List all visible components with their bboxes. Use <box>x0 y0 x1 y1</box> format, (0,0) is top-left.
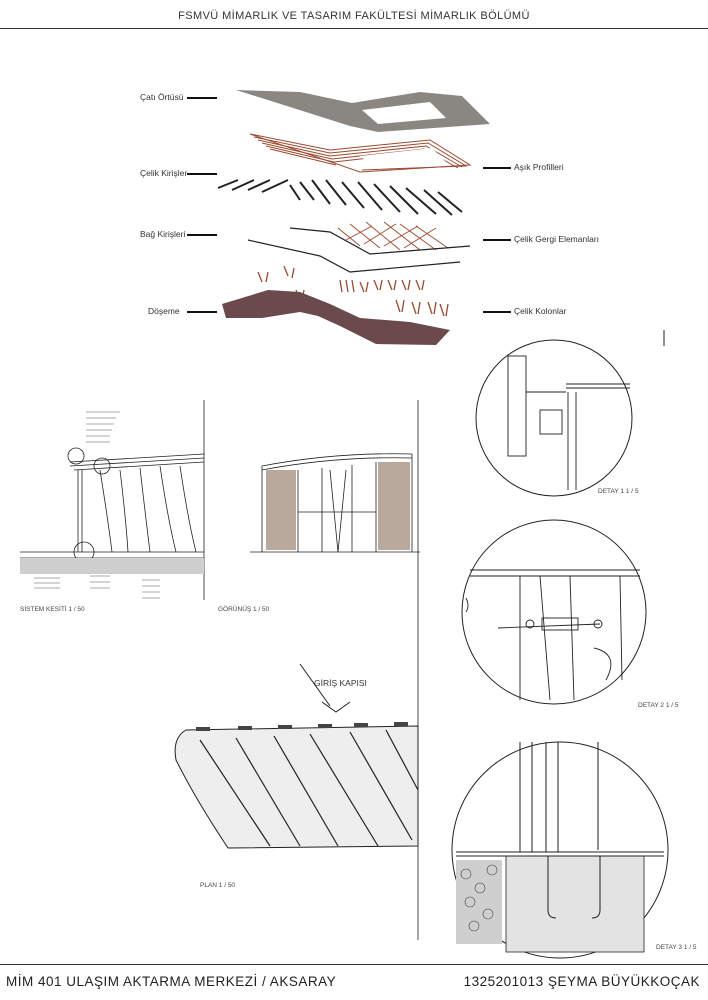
leader-tie-beams <box>187 234 217 236</box>
section-title: SİSTEM KESİTİ 1 / 50 <box>20 606 85 613</box>
detail-1-title: DETAY 1 1 / 5 <box>598 488 639 495</box>
label-purlins: Aşık Profilleri <box>514 162 564 172</box>
detail-3-title: DETAY 3 1 / 5 <box>656 944 697 951</box>
elevation-title: GÖRÜNÜŞ 1 / 50 <box>218 606 270 613</box>
label-steel-columns: Çelik Kolonlar <box>514 306 567 316</box>
label-tie-beams: Bağ Kirişleri <box>140 229 186 239</box>
student-info: 1325201013 ŞEYMA BÜYÜKKOÇAK <box>463 974 700 989</box>
entrance-label: GİRİŞ KAPISI <box>314 678 367 688</box>
tie-beams <box>247 227 471 273</box>
detail-2-title: DETAY 2 1 / 5 <box>638 702 679 709</box>
plan-title: PLAN 1 / 50 <box>200 882 236 889</box>
label-steel-beams: Çelik Kirişler <box>140 168 188 178</box>
floor-slab <box>222 290 450 345</box>
project-title: MİM 401 ULAŞIM AKTARMA MERKEZİ / AKSARAY <box>6 974 337 989</box>
leader-purlins <box>483 167 511 169</box>
leader-roof-cover <box>187 97 217 99</box>
exploded-axonometric <box>217 90 490 345</box>
leader-steel-beams <box>187 173 217 175</box>
leader-floor-slab <box>187 311 217 313</box>
leader-tension-rods <box>483 239 511 241</box>
label-floor-slab: Döşeme <box>148 306 180 316</box>
tension-rods <box>337 221 449 251</box>
label-tension-rods: Çelik Gergi Elemanları <box>514 234 600 244</box>
footer-rule <box>0 964 708 965</box>
leader-steel-columns <box>483 311 511 313</box>
sheet-header: FSMVÜ MİMARLIK VE TASARIM FAKÜLTESİ MİMA… <box>178 10 530 22</box>
roof-cover <box>236 90 490 132</box>
label-roof-cover: Çatı Örtüsü <box>140 92 184 102</box>
header-rule <box>0 28 708 29</box>
steel-beams <box>217 179 463 216</box>
